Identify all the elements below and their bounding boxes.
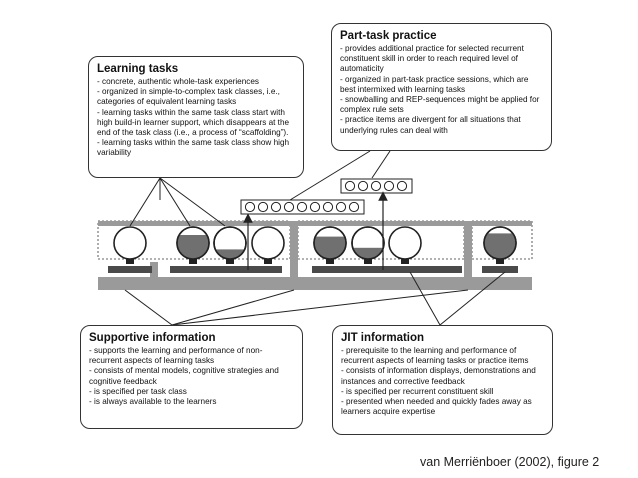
jit-bars: [108, 266, 518, 273]
practice-item: [296, 201, 308, 213]
jit-connectors: [409, 271, 506, 326]
practice-item: [309, 201, 321, 213]
circle-stand: [264, 259, 272, 264]
circle-stand: [401, 259, 409, 264]
list-item: learning tasks within the same task clas…: [97, 108, 295, 139]
circle-stand: [126, 259, 134, 264]
learning-task-circle: [251, 226, 285, 264]
practice-item: [370, 180, 382, 192]
supportive-information-box: Supportive information supports the lear…: [80, 325, 303, 429]
circle-stand: [496, 259, 504, 264]
practice-item: [396, 180, 408, 192]
list-item: provides additional practice for selecte…: [340, 44, 543, 75]
support-fill: [314, 236, 346, 259]
circle-stand: [326, 259, 334, 264]
learning-tasks-box: Learning tasks concrete, authentic whole…: [88, 56, 304, 178]
learning-tasks-list: concrete, authentic whole-task experienc…: [97, 77, 295, 159]
list-item: is specified per recurrent constituent s…: [341, 387, 544, 397]
supportive-information-title: Supportive information: [89, 332, 216, 344]
circle-outline: [113, 226, 147, 260]
practice-item: [383, 180, 395, 192]
practice-item: [348, 201, 360, 213]
list-item: supports the learning and performance of…: [89, 346, 294, 366]
circle-stand: [364, 259, 372, 264]
jit-bar: [170, 266, 282, 273]
practice-item: [283, 201, 295, 213]
jit-information-list: prerequisite to the learning and perform…: [341, 346, 544, 417]
supportive-connector-3: [464, 226, 472, 290]
supportive-connector-1: [150, 262, 158, 280]
jit-bar: [108, 266, 152, 273]
part-task-practice-title: Part-task practice: [340, 30, 437, 42]
circle-outline: [388, 226, 422, 260]
practice-items: [240, 178, 413, 215]
learning-task-circle: [113, 226, 147, 264]
learning-tasks-title: Learning tasks: [97, 63, 179, 75]
supportive-band-bottom: [98, 277, 532, 290]
circle-stand: [189, 259, 197, 264]
list-item: organized in part-task practice sessions…: [340, 75, 543, 95]
list-item: is always available to the learners: [89, 397, 294, 407]
support-fill: [352, 247, 384, 259]
list-item: is specified per task class: [89, 387, 294, 397]
list-item: snowballing and REP-sequences might be a…: [340, 95, 543, 115]
practice-item: [335, 201, 347, 213]
circle-outline: [251, 226, 285, 260]
circle-stand: [226, 259, 234, 264]
list-item: organized in simple-to-complex task clas…: [97, 87, 295, 107]
support-fill: [214, 249, 246, 259]
jit-bar: [482, 266, 518, 273]
citation-text: van Merriënboer (2002), figure 2: [420, 455, 600, 469]
list-item: consists of information displays, demons…: [341, 366, 544, 386]
list-item: practice items are divergent for all sit…: [340, 115, 543, 135]
learning-task-circle: [176, 226, 210, 264]
list-item: concrete, authentic whole-task experienc…: [97, 77, 295, 87]
supportive-band-top: [98, 221, 532, 226]
practice-item: [344, 180, 356, 192]
learning-task-circle: [388, 226, 422, 264]
learning-task-circle: [351, 226, 385, 264]
supportive-connector-2: [290, 226, 298, 290]
learning-task-circle: [213, 226, 247, 264]
list-item: learning tasks within the same task clas…: [97, 138, 295, 158]
learning-task-circle: [313, 226, 347, 264]
practice-item: [244, 201, 256, 213]
jit-bar: [312, 266, 462, 273]
practice-item: [270, 201, 282, 213]
learning-tasks-connectors: [129, 177, 226, 227]
learning-task-circles: [113, 226, 517, 264]
part-task-practice-box: Part-task practice provides additional p…: [331, 23, 552, 151]
practice-item: [257, 201, 269, 213]
list-item: consists of mental models, cognitive str…: [89, 366, 294, 386]
part-task-connectors: [289, 150, 391, 201]
list-item: prerequisite to the learning and perform…: [341, 346, 544, 366]
list-item: presented when needed and quickly fades …: [341, 397, 544, 417]
learning-task-circle: [483, 226, 517, 264]
jit-information-title: JIT information: [341, 332, 425, 344]
part-task-practice-list: provides additional practice for selecte…: [340, 44, 543, 136]
supportive-information-list: supports the learning and performance of…: [89, 346, 294, 407]
practice-item: [357, 180, 369, 192]
practice-item: [322, 201, 334, 213]
supportive-connectors: [124, 289, 469, 326]
jit-information-box: JIT information prerequisite to the lear…: [332, 325, 553, 435]
